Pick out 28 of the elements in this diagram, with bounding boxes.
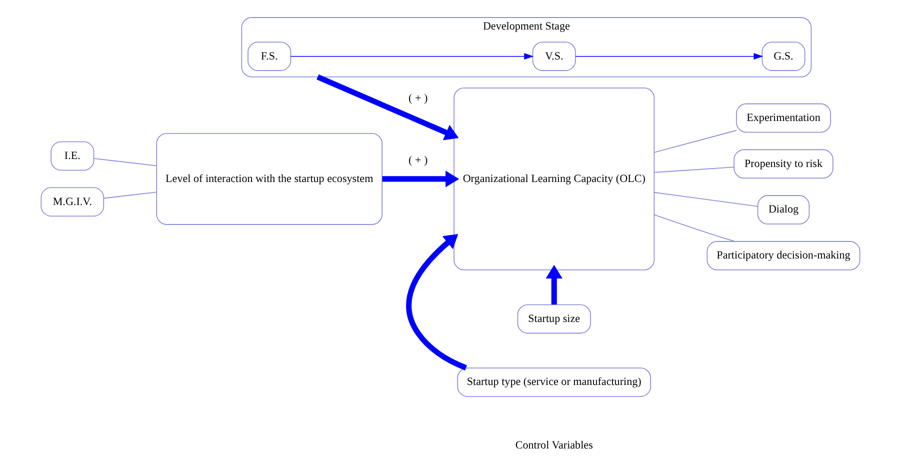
- connector: [653, 214, 735, 242]
- arrow: [316, 74, 458, 140]
- connector: [654, 166, 734, 173]
- arrow: [545, 264, 562, 304]
- arrow: [406, 234, 467, 370]
- node-box: G.S.: [761, 42, 805, 71]
- connector: [102, 192, 156, 199]
- edge-label: ( + ): [408, 154, 428, 166]
- connector: [93, 158, 156, 166]
- node-box: M.G.I.V.: [40, 187, 104, 217]
- node-box: Startup type (service or manufacturing): [456, 368, 651, 397]
- node-box: Participatory decision-making: [706, 241, 860, 270]
- node-box: F.S.: [247, 42, 291, 71]
- arrow: [290, 53, 534, 60]
- edge-label: ( + ): [408, 92, 428, 105]
- node-box: Dialog: [756, 195, 810, 224]
- node-box: Organizational Learning Capacity (OLC): [453, 88, 654, 270]
- arrow: [382, 170, 459, 188]
- arrow: [574, 53, 763, 60]
- node-box: Propensity to risk: [733, 149, 833, 179]
- connector: [654, 192, 758, 207]
- node-box: Startup size: [516, 304, 590, 334]
- node-box: I.E.: [50, 141, 94, 171]
- connector: [654, 130, 736, 153]
- label: Control Variables: [514, 439, 592, 452]
- node-box: Experimentation: [736, 103, 830, 133]
- node-box: Level of interaction with the startup ecosystem: [156, 133, 382, 225]
- node-box: V.S.: [532, 42, 576, 71]
